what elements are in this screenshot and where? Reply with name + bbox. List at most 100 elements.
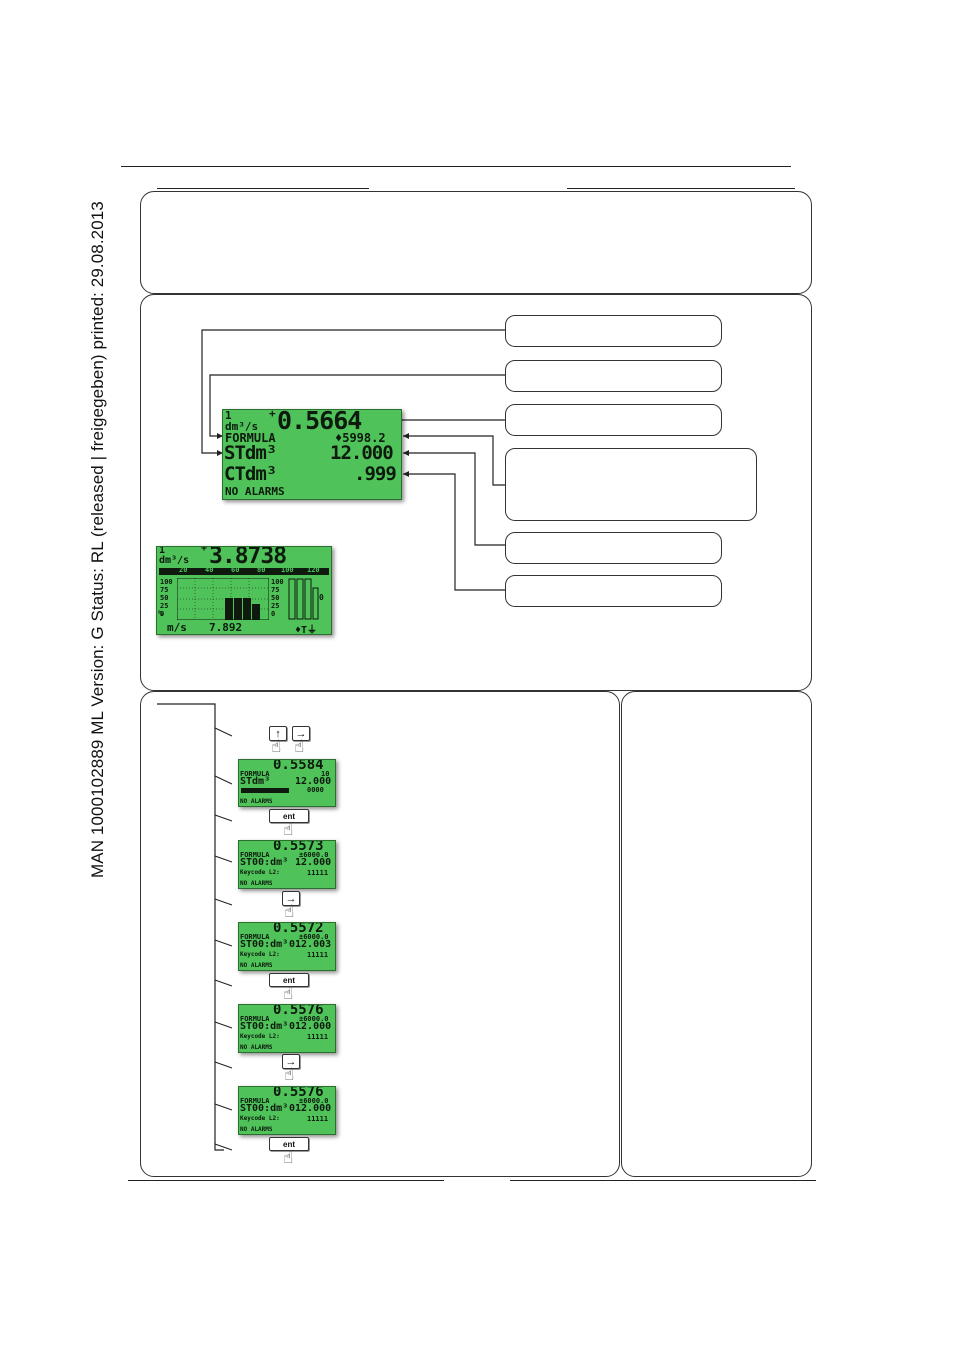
notes-panel xyxy=(621,691,812,1177)
graph-flow-value: 3.8738 xyxy=(209,546,287,569)
graph-bottom-unit: m/s xyxy=(167,621,187,634)
graph-unit: dm³/s xyxy=(159,555,190,566)
step-line2-value: ±6000.0 xyxy=(299,1015,329,1023)
right-key[interactable]: → xyxy=(292,726,310,741)
procedure-panel xyxy=(140,691,620,1177)
graph-scale-left: 100 75 50 25 0 xyxy=(160,578,173,618)
footer-rule-right xyxy=(510,1180,816,1181)
step-line3: ST00:dm³ xyxy=(240,857,289,868)
step-line3-value: 12.000 xyxy=(295,776,332,787)
scale-label: 100 xyxy=(160,578,173,586)
hand-pointer-icon: ☝ xyxy=(294,737,305,757)
hand-pointer-icon: ☝ xyxy=(283,984,294,1004)
ent-key[interactable]: ent xyxy=(269,973,309,987)
step-lcd-2: 0.5573 FORMULA ±6000.0 ST00:dm³ 12.000 K… xyxy=(238,840,336,889)
callout-flow-rate xyxy=(505,315,722,347)
callout-formula-line xyxy=(505,360,722,392)
step-line2-value: ±6000.0 xyxy=(299,1097,329,1105)
up-key[interactable]: ↑ xyxy=(269,726,287,741)
axis-mark: 60 xyxy=(231,566,240,574)
step-flow: 0.5573 xyxy=(273,840,324,854)
graph-bars xyxy=(177,578,269,620)
step-line3-value: 012.000 xyxy=(289,1021,332,1032)
step-status: NO ALARMS xyxy=(240,1044,273,1051)
step-line3: ST00:dm³ xyxy=(240,1103,289,1114)
lcd-unit-prefix: 1 xyxy=(225,409,232,422)
lcd-flow-value: 0.5664 xyxy=(277,409,362,435)
lcd-status: NO ALARMS xyxy=(225,485,285,498)
right-key[interactable]: → xyxy=(282,891,300,906)
scale-label: 0 xyxy=(271,610,276,618)
step-line4-value: 11111 xyxy=(307,951,329,959)
graph-plus-sign: + xyxy=(201,546,208,554)
step-flow: 0.5576 xyxy=(273,1004,324,1018)
section-title-rule-left xyxy=(157,188,369,189)
lcd-subtotal-value: 12.000 xyxy=(330,442,394,464)
step-line3: ST00:dm³ xyxy=(240,939,289,950)
scale-label: 50 xyxy=(160,594,169,602)
step-line4-value: 11111 xyxy=(307,1033,329,1041)
hand-pointer-icon: ☝ xyxy=(284,1065,295,1085)
intro-panel xyxy=(140,191,812,294)
step-flow: 0.5572 xyxy=(273,922,324,936)
hand-pointer-icon: ☝ xyxy=(283,1148,294,1168)
graph-percent-sign: % xyxy=(158,609,163,618)
step-line2-value: ±6000.0 xyxy=(299,851,329,859)
right-key[interactable]: → xyxy=(282,1054,300,1069)
step-flow: 0.5576 xyxy=(273,1086,324,1100)
graph-bottom-icons: ♦T⏚ xyxy=(295,625,318,635)
lcd-plus-sign: + xyxy=(269,409,276,420)
step-line2: FORMULA xyxy=(240,851,270,859)
graph-bottom-value: 7.892 xyxy=(209,621,243,634)
ent-key[interactable]: ent xyxy=(269,809,309,823)
hand-pointer-icon: ☝ xyxy=(284,902,295,922)
callout-value-description xyxy=(505,448,757,521)
step-line4-value: 11111 xyxy=(307,1115,329,1123)
step-status: NO ALARMS xyxy=(240,798,273,805)
step-selection-bar xyxy=(241,788,289,793)
lcd-formula-value: ♦5998.2 xyxy=(335,431,386,445)
hand-pointer-icon: ☝ xyxy=(271,737,282,757)
axis-mark: 100 xyxy=(281,566,294,574)
step-lcd-5: 0.5576 FORMULA ±6000.0 ST00:dm³ 012.000 … xyxy=(238,1086,336,1135)
lcd-counter-label: CTdm³ xyxy=(224,463,277,485)
step-status: NO ALARMS xyxy=(240,880,273,887)
step-line4: Keycode L2: xyxy=(240,869,280,876)
step-status: NO ALARMS xyxy=(240,962,273,969)
scale-label: 25 xyxy=(160,602,169,610)
lcd-formula-label: FORMULA xyxy=(225,431,276,445)
step-line3: STdm³ xyxy=(240,776,271,787)
step-lcd-3: 0.5572 FORMULA ±6000.0 ST00:dm³ 012.003 … xyxy=(238,922,336,971)
step-line2: FORMULA xyxy=(240,1015,270,1023)
step-line2-value: ±6000.0 xyxy=(299,933,329,941)
axis-mark: 20 xyxy=(179,566,188,574)
graph-level-columns xyxy=(288,578,319,620)
step-status: NO ALARMS xyxy=(240,1126,273,1133)
main-lcd-display: 1 + dm³/s 0.5664 FORMULA ♦5998.2 STdm³ 1… xyxy=(222,409,402,500)
step-line2: FORMULA xyxy=(240,1097,270,1105)
graph-axis-bar: 20 40 60 80 100 120 xyxy=(159,566,329,575)
scale-label: 50 xyxy=(271,594,280,602)
axis-mark: 40 xyxy=(205,566,214,574)
scale-label: 75 xyxy=(160,586,169,594)
lcd-counter-value: .999 xyxy=(354,463,397,485)
step-line4-value: 11111 xyxy=(307,869,329,877)
step-line3-value: 012.000 xyxy=(289,1103,332,1114)
ent-key[interactable]: ent xyxy=(269,1137,309,1151)
graph-lcd-display: 1 + dm³/s 3.8738 20 40 60 80 100 120 100… xyxy=(156,546,332,635)
axis-mark: 80 xyxy=(257,566,266,574)
scale-label: 0 xyxy=(160,610,165,618)
lcd-subtotal-label: STdm³ xyxy=(224,442,277,464)
callout-counter xyxy=(505,575,722,607)
footer-rule-left xyxy=(128,1180,444,1181)
step-line2: FORMULA xyxy=(240,770,270,778)
graph-scale-right: 100 75 50 25 0 xyxy=(271,578,284,618)
scale-label: 100 xyxy=(271,578,284,586)
axis-mark: 120 xyxy=(307,566,320,574)
graph-side-value: 0 xyxy=(319,593,324,602)
scale-label: 75 xyxy=(271,586,280,594)
hand-pointer-icon: ☝ xyxy=(283,820,294,840)
step-flow: 0.5584 xyxy=(273,759,324,773)
step-line4: Keycode L2: xyxy=(240,951,280,958)
